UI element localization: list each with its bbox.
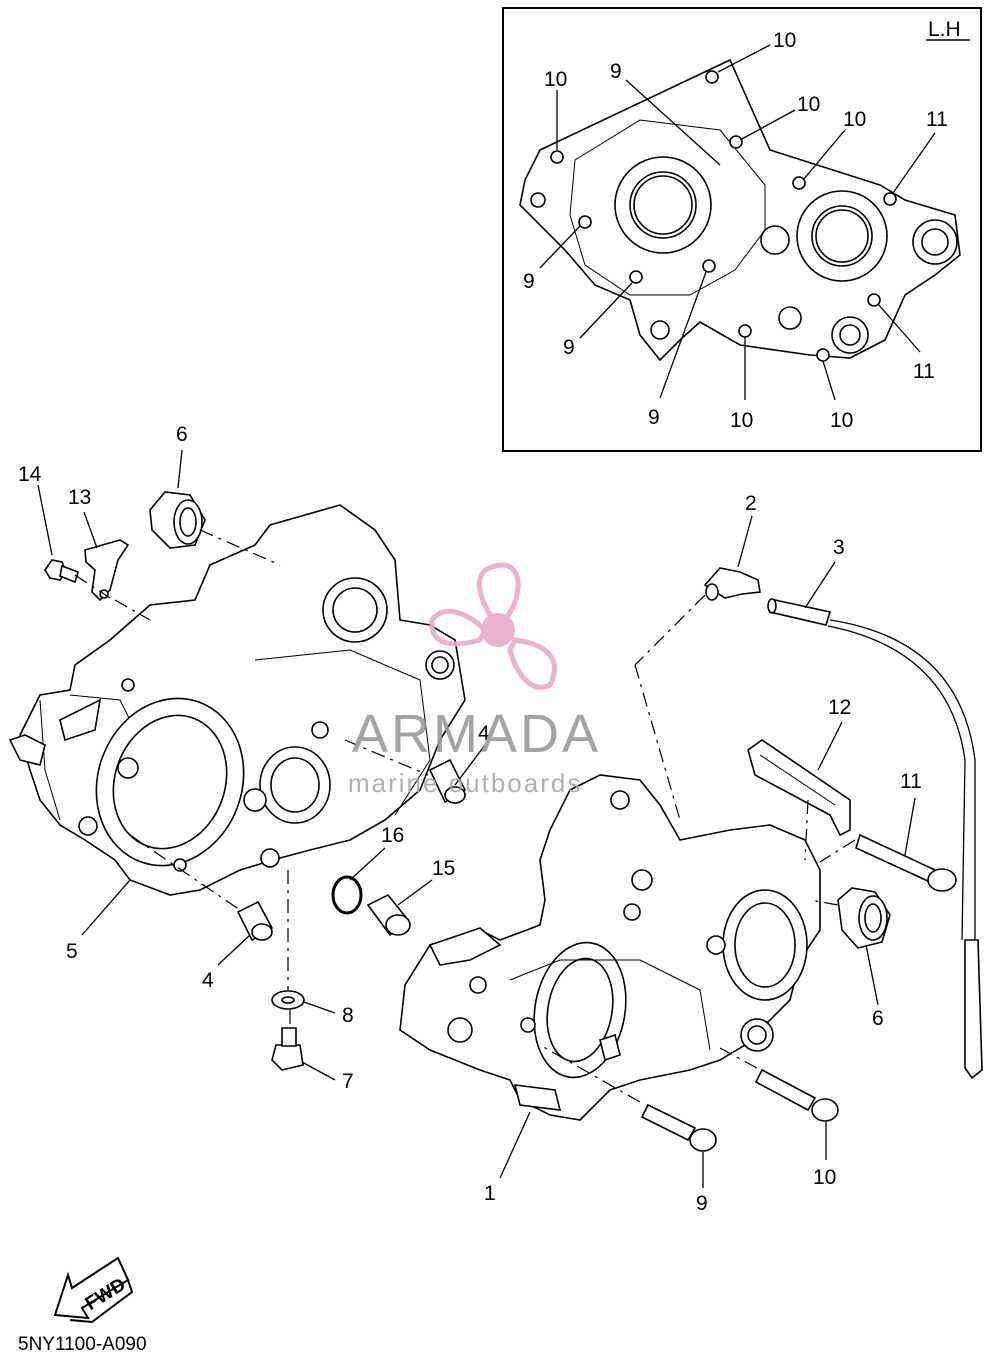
drain-bolt-7 bbox=[271, 1027, 304, 1071]
callout-7: 7 bbox=[342, 1070, 354, 1093]
callout-16: 16 bbox=[381, 824, 404, 847]
fwd-arrow: FWD bbox=[53, 1256, 134, 1324]
callout-9: 9 bbox=[696, 1192, 708, 1215]
inset-callout-10: 10 bbox=[797, 93, 820, 116]
o-ring-16 bbox=[331, 875, 363, 915]
collar-15 bbox=[366, 893, 411, 937]
callout-numbers: 1 2 3 4 4 5 6 6 7 8 9 10 11 12 13 14 15 … bbox=[18, 423, 922, 1215]
callout-10: 10 bbox=[813, 1166, 836, 1189]
callout-14: 14 bbox=[18, 463, 42, 486]
callout-12: 12 bbox=[828, 696, 851, 719]
inset-callout-9: 9 bbox=[610, 60, 622, 83]
bolt-9 bbox=[640, 1103, 717, 1152]
callout-4: 4 bbox=[202, 969, 214, 992]
guide-12 bbox=[747, 739, 851, 837]
assembly-lines bbox=[74, 529, 856, 1103]
collar-6-upper bbox=[149, 491, 206, 549]
callout-6: 6 bbox=[176, 423, 188, 446]
inset-callout-11: 11 bbox=[926, 108, 948, 131]
inset-callout-10: 10 bbox=[544, 68, 567, 91]
callout-13: 13 bbox=[68, 486, 91, 509]
callout-15: 15 bbox=[432, 857, 455, 880]
callout-1: 1 bbox=[484, 1182, 496, 1205]
right-crankcase bbox=[399, 774, 821, 1121]
inset-callout-9: 9 bbox=[648, 406, 660, 429]
hose-3 bbox=[767, 598, 983, 1080]
inset-callout-11: 11 bbox=[913, 360, 935, 383]
bolt-10 bbox=[754, 1068, 839, 1122]
collar-6-right bbox=[837, 887, 891, 949]
inset-callout-10: 10 bbox=[830, 409, 853, 432]
callout-2: 2 bbox=[745, 492, 757, 515]
elbow-fitting-2 bbox=[703, 567, 761, 601]
inset-callout-10: 10 bbox=[730, 409, 753, 432]
watermark-tagline: marine outboards bbox=[348, 768, 582, 798]
bolt-11 bbox=[855, 833, 957, 892]
callout-6: 6 bbox=[872, 1007, 884, 1030]
diagram-code: 5NY1100-A090 bbox=[18, 1334, 147, 1355]
left-crankcase bbox=[8, 504, 466, 896]
inset-label: L.H bbox=[928, 18, 961, 41]
watermark-brand: ARMADA bbox=[352, 704, 601, 764]
inset-callout-9: 9 bbox=[563, 336, 575, 359]
callout-4: 4 bbox=[478, 722, 490, 745]
dowel-4-lower bbox=[236, 900, 274, 942]
inset-callout-9: 9 bbox=[523, 270, 535, 293]
inset-callout-10: 10 bbox=[843, 108, 866, 131]
bolt-14 bbox=[44, 559, 79, 584]
callout-11: 11 bbox=[900, 770, 922, 793]
dowel-4-upper bbox=[428, 758, 467, 804]
leader-lines bbox=[37, 449, 916, 1188]
callout-8: 8 bbox=[342, 1004, 354, 1027]
callout-3: 3 bbox=[833, 536, 845, 559]
callout-5: 5 bbox=[66, 940, 78, 963]
inset-lh-view: L.H bbox=[502, 7, 982, 452]
inset-callout-10: 10 bbox=[773, 29, 796, 52]
bracket-13 bbox=[84, 539, 130, 602]
propeller-logo bbox=[429, 562, 557, 690]
watermark: ARMADA marine outboards bbox=[348, 562, 601, 798]
